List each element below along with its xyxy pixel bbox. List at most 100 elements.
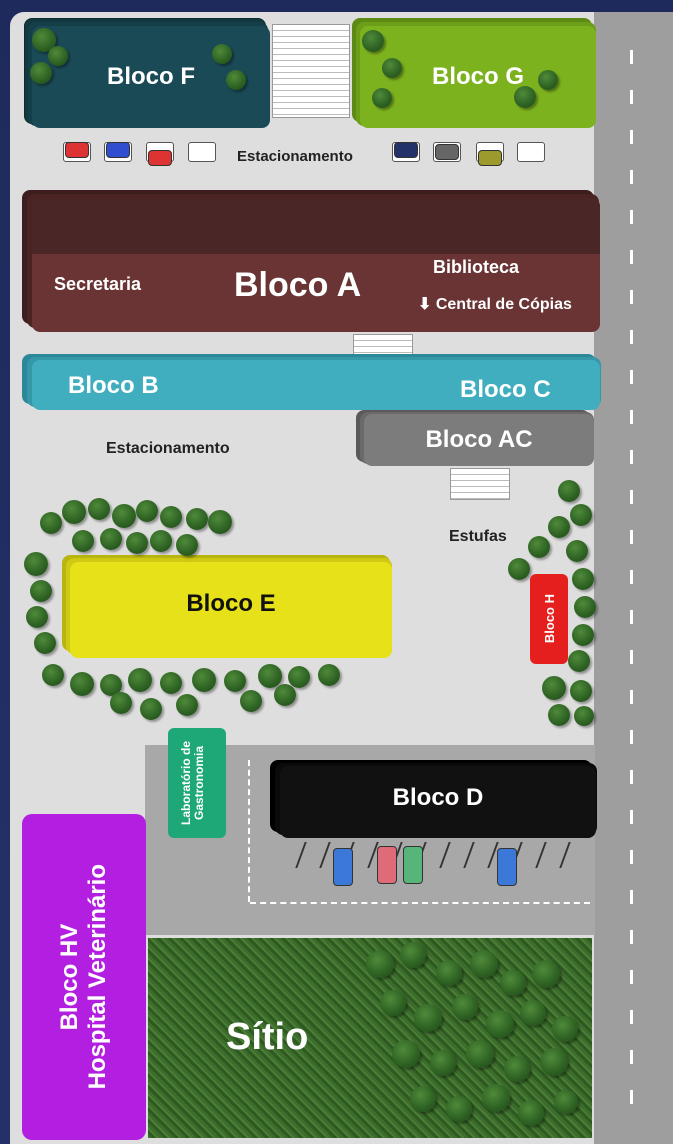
tree-icon xyxy=(540,1048,568,1076)
bloco-g-label: Bloco G xyxy=(431,63,524,90)
road-dash xyxy=(630,330,633,344)
bloco-f-label: Bloco F xyxy=(107,63,195,90)
tree-icon xyxy=(548,516,570,538)
road-dash xyxy=(630,450,633,464)
tree-icon xyxy=(288,666,310,688)
tree-icon xyxy=(500,970,526,996)
tree-icon xyxy=(226,70,246,90)
sitio-label: Sítio xyxy=(226,1016,309,1058)
bloco-g[interactable]: Bloco G xyxy=(360,26,596,128)
tree-icon xyxy=(570,504,592,526)
car-icon xyxy=(148,150,172,166)
tree-icon xyxy=(414,1004,442,1032)
bloco-a-label: Bloco A xyxy=(234,266,362,304)
tree-icon xyxy=(532,960,560,988)
bloco-h[interactable]: Bloco H xyxy=(530,574,568,664)
tree-icon xyxy=(572,568,594,590)
tree-icon xyxy=(140,698,162,720)
tree-icon xyxy=(572,624,594,646)
tree-icon xyxy=(382,58,402,78)
tree-icon xyxy=(208,510,232,534)
laboratorio-label: Laboratório de Gastronomia xyxy=(179,741,207,826)
tree-icon xyxy=(240,690,262,712)
tree-icon xyxy=(446,1096,472,1122)
tree-icon xyxy=(30,580,52,602)
road-dash xyxy=(630,570,633,584)
tree-icon xyxy=(48,46,68,66)
tree-icon xyxy=(30,62,52,84)
road-dash xyxy=(630,930,633,944)
stairs xyxy=(353,334,413,356)
road-dash xyxy=(630,730,633,744)
tree-icon xyxy=(542,676,566,700)
road-dash xyxy=(630,810,633,824)
bloco-hv-label: Bloco HV Hospital Veterinário xyxy=(56,864,112,1089)
parking-spot xyxy=(517,142,545,162)
bloco-h-label: Bloco H xyxy=(541,594,557,644)
tree-icon xyxy=(410,1086,436,1112)
tree-icon xyxy=(558,480,580,502)
tree-icon xyxy=(436,960,462,986)
road-dash xyxy=(630,210,633,224)
bloco-a[interactable] xyxy=(32,198,600,332)
tree-icon xyxy=(88,498,110,520)
tree-icon xyxy=(42,664,64,686)
car-icon xyxy=(394,142,418,158)
stairs xyxy=(272,24,350,118)
road-dash xyxy=(630,530,633,544)
tree-icon xyxy=(430,1050,456,1076)
parking-label-mid: Estacionamento xyxy=(106,440,230,457)
bloco-hv[interactable]: Bloco HV Hospital Veterinário xyxy=(22,814,146,1140)
tree-icon xyxy=(24,552,48,576)
tree-icon xyxy=(176,694,198,716)
car-icon xyxy=(377,846,397,884)
tree-icon xyxy=(568,650,590,672)
tree-icon xyxy=(548,704,570,726)
road-dash xyxy=(630,130,633,144)
road-dash xyxy=(630,250,633,264)
tree-icon xyxy=(70,672,94,696)
car-icon xyxy=(333,848,353,886)
tree-icon xyxy=(552,1016,578,1042)
tree-icon xyxy=(100,528,122,550)
road-dash xyxy=(630,610,633,624)
tree-icon xyxy=(392,1040,420,1068)
tree-icon xyxy=(520,1000,546,1026)
parking-lot-line xyxy=(250,902,590,904)
tree-icon xyxy=(318,664,340,686)
tree-icon xyxy=(160,672,182,694)
road-dash xyxy=(630,650,633,664)
bloco-e[interactable]: Bloco E xyxy=(70,562,392,658)
bloco-d-label: Bloco D xyxy=(392,784,484,811)
tree-icon xyxy=(150,530,172,552)
tree-icon xyxy=(570,680,592,702)
tree-icon xyxy=(554,1090,578,1114)
tree-icon xyxy=(26,606,48,628)
road-dash xyxy=(630,1090,633,1104)
bloco-a-central-copias: ⬇ Central de Cópias xyxy=(418,296,572,313)
tree-icon xyxy=(192,668,216,692)
bloco-d[interactable]: Bloco D xyxy=(280,766,596,838)
tree-icon xyxy=(466,1040,494,1068)
main-road xyxy=(594,12,673,1144)
tree-icon xyxy=(176,534,198,556)
tree-icon xyxy=(224,670,246,692)
bloco-ac[interactable]: Bloco AC xyxy=(364,414,594,466)
car-icon xyxy=(65,142,89,158)
laboratorio-gastronomia[interactable]: Laboratório de Gastronomia xyxy=(168,728,226,838)
road-dash xyxy=(630,410,633,424)
car-icon xyxy=(403,846,423,884)
bloco-hv-label-line2: Hospital Veterinário xyxy=(84,864,111,1090)
tree-icon xyxy=(136,500,158,522)
bloco-b-label: Bloco B xyxy=(68,372,159,399)
tree-icon xyxy=(362,30,384,52)
bloco-e-label: Bloco E xyxy=(186,590,276,617)
bloco-a-secretaria: Secretaria xyxy=(54,274,142,294)
car-icon xyxy=(497,848,517,886)
tree-icon xyxy=(380,990,406,1016)
tree-icon xyxy=(34,632,56,654)
tree-icon xyxy=(72,530,94,552)
road-dash xyxy=(630,690,633,704)
bloco-b-c[interactable] xyxy=(32,360,600,410)
